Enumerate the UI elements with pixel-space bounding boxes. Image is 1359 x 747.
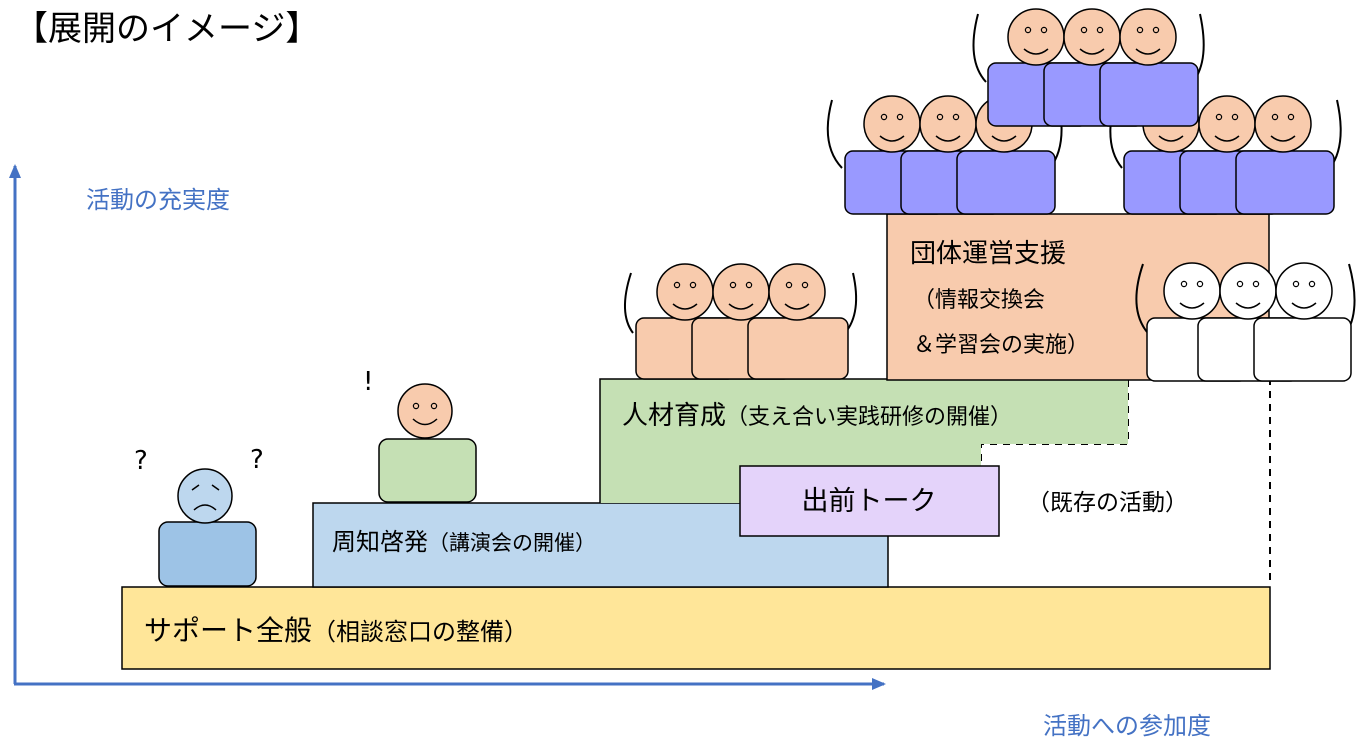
existing-activities-note: （既存の活動）	[1027, 490, 1188, 516]
leader-top-arm-left	[972, 13, 987, 83]
page-title: 【展開のイメージ】	[14, 9, 319, 49]
future-face-2	[1219, 262, 1277, 320]
trainee-eyes	[673, 281, 809, 289]
training-sub-label: （支え合い実践研修の開催）	[726, 405, 1012, 430]
awareness-block-text: 周知啓発（講演会の開催）	[332, 528, 596, 556]
curious-person-eye-right	[430, 402, 438, 410]
question-mark-left: ?	[134, 446, 148, 476]
curious-person-body	[378, 438, 477, 503]
trainee-group	[623, 263, 858, 380]
question-mark-right: ?	[250, 445, 264, 475]
leader-top-face-1	[1007, 8, 1065, 66]
curious-person-eye-left	[412, 402, 420, 410]
awareness-label: 周知啓発	[332, 528, 428, 556]
future-face-1	[1163, 262, 1221, 320]
leader-top-eyes	[1024, 26, 1160, 34]
curious-person	[378, 383, 477, 503]
leader-right-face-2	[1198, 95, 1256, 153]
awareness-sub-label: （講演会の開催）	[428, 531, 596, 555]
leader-left-arm-left	[826, 99, 843, 169]
group-support-sub-line2: ＆学習会の実施）	[913, 333, 1089, 358]
leader-top-face-3	[1119, 8, 1177, 66]
talk-label: 出前トーク	[802, 486, 937, 517]
trainee-smiles	[672, 303, 810, 310]
leader-left-smiles	[879, 135, 1017, 142]
future-body-3	[1253, 317, 1352, 382]
curious-person-smile	[412, 418, 438, 426]
leader-right-smiles	[1158, 135, 1296, 142]
leader-top-body-3	[1099, 62, 1199, 127]
leader-left-face-2	[919, 95, 977, 153]
support-label: サポート全般	[144, 614, 312, 647]
x-axis-label: 活動への参加度	[1043, 712, 1211, 740]
future-smiles	[1179, 302, 1317, 309]
exclamation-mark: !	[363, 367, 373, 397]
puzzled-person-body	[158, 521, 257, 587]
trainee-face-2	[712, 263, 770, 321]
training-block-fill	[600, 379, 1128, 503]
trainee-group-arm-left	[623, 272, 634, 334]
group-support-sub-line1: （情報交換会	[913, 288, 1045, 313]
leader-group-top	[972, 8, 1205, 127]
group-support-label: 団体運営支援	[910, 239, 1066, 269]
leader-top-smiles	[1023, 48, 1161, 55]
curious-person-face	[397, 383, 453, 439]
puzzled-person-face	[177, 468, 233, 524]
puzzled-person	[158, 468, 257, 587]
leader-left-face-1	[863, 95, 921, 153]
support-sub-label: （相談窓口の整備）	[312, 618, 528, 646]
y-axis-label: 活動の充実度	[86, 186, 230, 214]
leader-top-face-2	[1063, 8, 1121, 66]
leader-left-body-3	[956, 150, 1056, 215]
training-label: 人材育成	[622, 401, 726, 431]
future-face-3	[1275, 262, 1333, 320]
leader-right-face-3	[1254, 95, 1312, 153]
future-eyes	[1180, 280, 1316, 288]
future-group-arm-left	[1135, 263, 1148, 333]
future-participant-group	[1135, 262, 1356, 382]
trainee-body-3	[747, 317, 849, 380]
leader-right-body-3	[1235, 150, 1335, 215]
support-block	[121, 586, 1271, 670]
talk-block	[739, 465, 1000, 537]
support-block-text: サポート全般（相談窓口の整備）	[144, 614, 528, 647]
puzzled-person-mouth	[193, 504, 217, 511]
trainee-face-3	[768, 263, 826, 321]
puzzled-person-eyes	[191, 484, 220, 491]
trainee-face-1	[656, 263, 714, 321]
training-block-text: 人材育成（支え合い実践研修の開催）	[622, 401, 1012, 431]
